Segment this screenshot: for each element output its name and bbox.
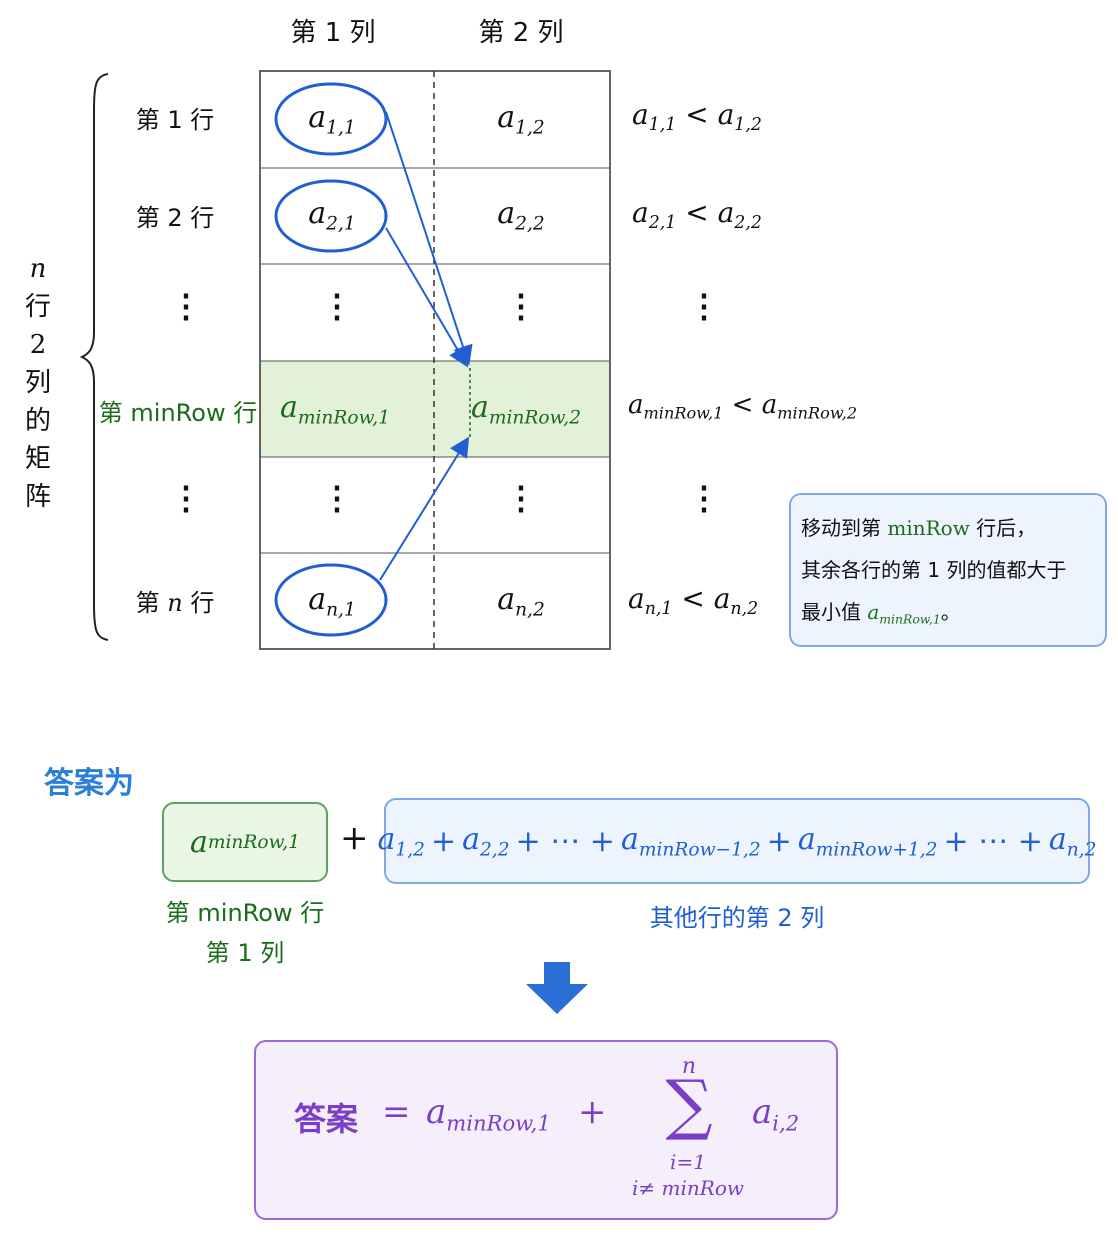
note-box: 移动到第 minRow 行后， 其余各行的第 1 列的值都大于 最小值 amin…: [789, 493, 1107, 647]
cell-dots: ⋮: [321, 287, 353, 325]
sigma-icon: ∑: [665, 1066, 713, 1143]
sigma-upper: n: [681, 1054, 697, 1079]
note-line-3: 最小值 aminRow,1。: [801, 600, 961, 627]
cell-a12: a1,2: [497, 100, 545, 139]
cell-an1: an,1: [308, 582, 356, 621]
note-line-1: 移动到第 minRow 行后，: [801, 516, 1037, 540]
circle-an1: [274, 563, 388, 637]
final-formula-box: [254, 1040, 838, 1220]
note-line-2: 其余各行的第 1 列的值都大于: [801, 558, 1067, 582]
column-header-1: 第 1 列: [290, 18, 376, 48]
caption-min-row-line-1: 第 minRow 行: [165, 899, 325, 927]
matrix-label-char: 列: [24, 368, 51, 398]
row-label-min: 第 minRow 行: [98, 399, 258, 427]
sum-term: a2,2: [462, 821, 510, 861]
formula-term1: aminRow,1: [426, 1092, 551, 1136]
sum-term: aminRow−1,2: [620, 821, 761, 861]
comparison-rowmin: aminRow,1 < aminRow,2: [628, 390, 858, 423]
matrix-grid: [259, 70, 611, 650]
other-rows-sum-box: a1,2 + a2,2 + ⋯ + aminRow−1,2 + aminRow+…: [378, 798, 1097, 884]
row-label-dots: ⋮: [170, 479, 202, 517]
row-label-1: 第 1 行: [135, 106, 215, 134]
matrix-label-char: 2: [29, 330, 47, 360]
cell-a22: a2,2: [497, 196, 545, 235]
sigma-lower-2: i≠ minRow: [632, 1176, 744, 1200]
row-label-n: 第 n 行: [95, 583, 255, 618]
sum-op: +: [766, 823, 792, 859]
matrix-label: n 行 2 列 的 矩 阵: [22, 250, 54, 516]
sum-term: aminRow+1,2: [797, 821, 938, 861]
sum-term: a1,2: [377, 821, 425, 861]
matrix-label-char: 行: [24, 292, 51, 322]
sigma-lower-1: i=1: [670, 1150, 706, 1174]
cell-dots: ⋮: [505, 479, 537, 517]
caption-min-row-line-2: 第 1 列: [205, 939, 285, 967]
sum-op: + ⋯ +: [515, 823, 615, 859]
arrow-from-a21: [385, 227, 469, 368]
cell-an2: an,2: [497, 582, 545, 621]
arrow-from-an1: [379, 436, 470, 581]
down-arrow-icon: [526, 962, 588, 1014]
circle-a21: [274, 179, 388, 253]
sum-op: +: [430, 823, 457, 859]
row-label-n-suffix: 行: [190, 589, 215, 617]
cell-amin2: aminRow,2: [470, 390, 582, 429]
circle-a11: [274, 82, 388, 156]
matrix-label-char: 矩: [24, 444, 51, 474]
row-label-dots: ⋮: [170, 287, 202, 325]
highlight-row: [260, 361, 610, 457]
formula-lhs: 答案: [294, 1100, 359, 1138]
comparison-dots: ⋮: [688, 287, 720, 325]
formula-plus: +: [578, 1092, 607, 1132]
caption-other-rows: 其他行的第 2 列: [649, 904, 825, 932]
cell-dots: ⋮: [505, 287, 537, 325]
caption-min-row: 第 minRow 行 第 1 列: [140, 893, 350, 973]
cell-amin1: aminRow,1: [279, 390, 391, 429]
formula-term2: ai,2: [752, 1092, 800, 1136]
matrix-label-char: 的: [24, 406, 51, 436]
comparison-row2: a2,1 < a2,2: [632, 196, 762, 234]
row-label-2: 第 2 行: [135, 204, 215, 232]
row-label-n-var: n: [167, 589, 183, 617]
arrow-from-a11: [385, 111, 473, 366]
cell-a21: a2,1: [308, 196, 356, 235]
matrix-label-char: 阵: [24, 482, 51, 512]
sum-op: + ⋯ +: [943, 823, 1043, 859]
cell-dots: ⋮: [321, 479, 353, 517]
matrix-label-n: n: [29, 254, 47, 284]
matrix-brace: [79, 73, 109, 641]
row-label-n-prefix: 第: [135, 589, 160, 617]
sum-term: an,2: [1048, 821, 1097, 861]
comparison-row1: a1,1 < a1,2: [632, 98, 762, 136]
formula-eq: =: [382, 1092, 411, 1132]
cell-a11: a1,1: [308, 100, 356, 139]
plus-sign: +: [340, 818, 369, 858]
column-header-2: 第 2 列: [478, 18, 564, 48]
comparison-dots: ⋮: [688, 479, 720, 517]
answer-title: 答案为: [44, 766, 134, 801]
comparison-rown: an,1 < an,2: [628, 582, 759, 620]
